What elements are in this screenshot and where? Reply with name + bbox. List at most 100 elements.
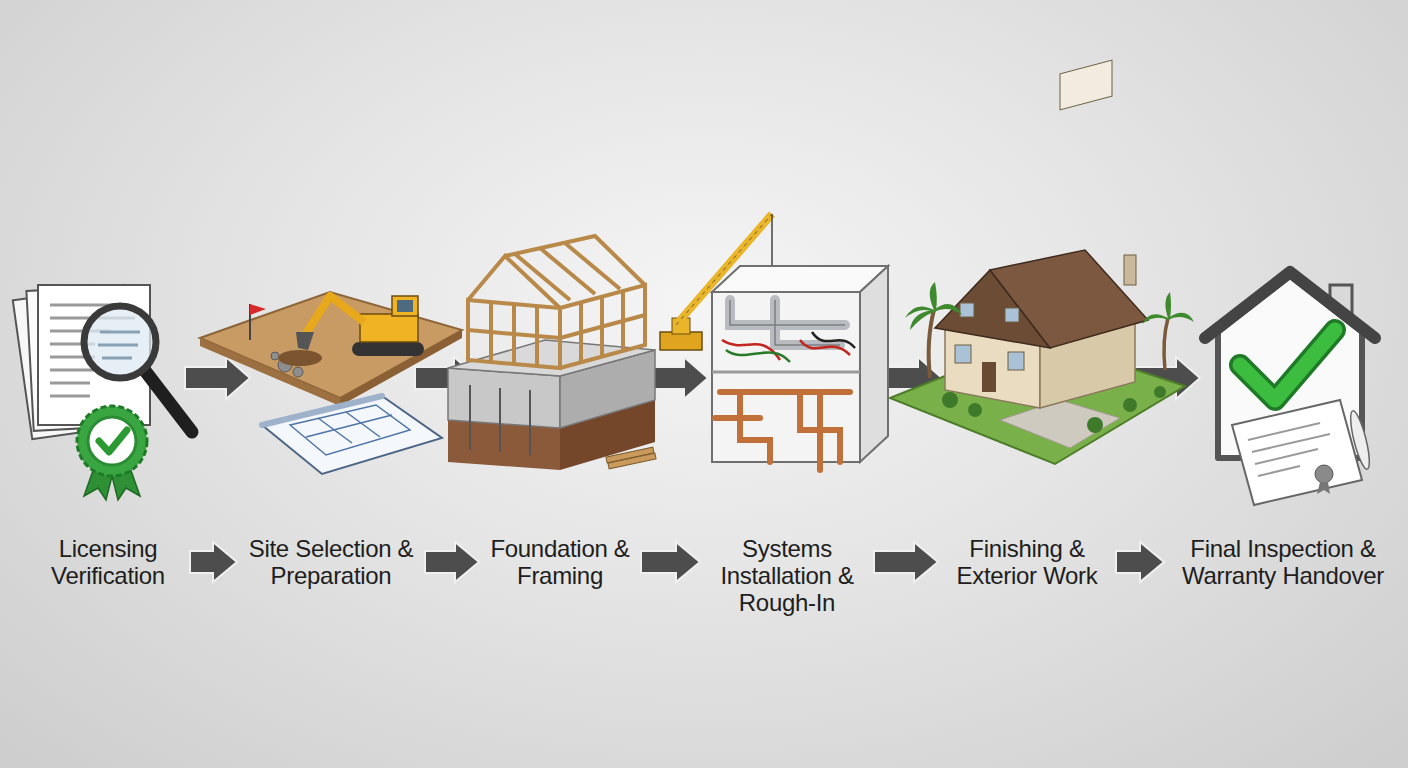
dirt-site-part [278, 350, 322, 366]
blueprint-part [262, 396, 382, 425]
stage-name: Final Inspection & Warranty Handover [1174, 535, 1392, 589]
palm-tree-part-part [910, 310, 934, 330]
wood-frame [468, 236, 645, 368]
flow-arrow [1116, 542, 1164, 582]
dirt-site [200, 292, 462, 406]
flow-arrow [190, 542, 237, 582]
excavator-part [305, 296, 364, 335]
house-part [1124, 255, 1136, 285]
wood-frame-part [565, 243, 620, 289]
magnifier-icon-part-part [98, 344, 138, 347]
systems-cutaway-part [726, 350, 790, 362]
systems-cutaway-part [730, 300, 845, 345]
excavator-part [397, 300, 413, 312]
flow-arrow [425, 542, 479, 582]
palm-tree-part [1164, 318, 1168, 370]
stage-label: Finishing & Exterior Work [944, 533, 1110, 591]
systems-cutaway-part-part [740, 392, 770, 462]
house-check-icon-part [1240, 330, 1335, 400]
magnifier-icon-part [146, 372, 192, 432]
systems-cutaway-part [712, 371, 860, 374]
palm-tree-part-part [1165, 292, 1171, 318]
foundation-part [470, 385, 530, 455]
systems-cutaway-part-part [730, 300, 845, 325]
palm-tree-part-part [1168, 313, 1194, 322]
magnifier-icon-part [98, 332, 140, 358]
blueprint-part [262, 396, 442, 474]
magnifier-icon-part [84, 306, 156, 378]
excavator-part [352, 342, 424, 356]
lawn-part [1000, 400, 1120, 448]
documents-icon-part-part [50, 382, 90, 385]
wood-frame-part [540, 248, 595, 294]
palm-tree [905, 282, 1194, 378]
excavator-part [360, 314, 418, 342]
systems-cutaway-part [712, 266, 888, 292]
certificate-part [1315, 465, 1333, 483]
palm-tree-part-part [930, 282, 937, 310]
systems-cutaway-part [712, 292, 860, 462]
systems-cutaway-part-part [812, 332, 855, 348]
systems-cutaway [712, 266, 888, 470]
survey-flag [250, 304, 266, 340]
blueprint-part-part [318, 418, 352, 443]
lumber-pile-part [608, 453, 656, 469]
systems-cutaway-part-part [722, 340, 780, 360]
stage-label: Site Selection & Preparation [243, 533, 419, 591]
excavator-part [392, 296, 418, 316]
house-part [942, 386, 1166, 433]
certificate-part-part [1258, 466, 1300, 476]
excavator-part [296, 332, 314, 350]
approval-rosette [77, 406, 147, 500]
flow-arrow [641, 542, 700, 582]
approval-rosette-part [77, 406, 147, 476]
foundation-part-part [499, 388, 501, 452]
palm-tree-part-part [1142, 314, 1168, 324]
certificate-part-part [1255, 449, 1318, 464]
systems-cutaway-part-part [817, 392, 823, 470]
blueprint-part-part [346, 412, 380, 437]
stage-name: Finishing & Exterior Work [948, 535, 1106, 589]
foundation-part-part [529, 390, 531, 455]
stage-label: Systems Installation & Rough-In [706, 533, 868, 618]
systems-cutaway-part-part [726, 350, 790, 362]
house-part-part [1087, 417, 1103, 433]
house-part [1060, 60, 1112, 110]
lumber-pile [606, 447, 656, 469]
house-part-part [1008, 352, 1024, 370]
systems-cutaway-part-part [730, 300, 845, 325]
wood-frame-part [515, 254, 570, 300]
stage-label: Licensing Verification [32, 533, 184, 591]
certificate-part [1347, 409, 1373, 470]
approval-rosette-part [99, 430, 127, 452]
magnifier-icon-part-part [102, 357, 132, 360]
dirt-site-part-part [271, 352, 279, 360]
approval-rosette-part [88, 417, 136, 465]
house-part-part [1123, 398, 1137, 412]
dirt-site-part [200, 338, 340, 406]
documents-icon-part-part [50, 395, 90, 398]
house-part [982, 362, 996, 392]
house-part [955, 303, 1024, 370]
blueprint-part-part [306, 415, 392, 437]
house-part-part [955, 345, 971, 363]
certificate-part [1317, 482, 1330, 494]
certificate [1232, 400, 1373, 505]
systems-cutaway-part-part [715, 415, 760, 421]
certificate-part-part [1248, 423, 1320, 440]
stage-name: Site Selection & Preparation [247, 535, 415, 589]
house [935, 60, 1166, 433]
stage-name: Systems Installation & Rough-In [710, 535, 864, 616]
certificate-part [1232, 400, 1362, 505]
systems-cutaway-part [812, 332, 855, 348]
systems-cutaway-part-part [800, 340, 850, 355]
house-part-part [960, 303, 974, 317]
survey-flag-part [250, 304, 266, 315]
blueprint [262, 396, 442, 474]
wood-frame-part [560, 315, 645, 338]
wood-frame-part [468, 330, 560, 338]
house-part-part [1005, 308, 1019, 322]
